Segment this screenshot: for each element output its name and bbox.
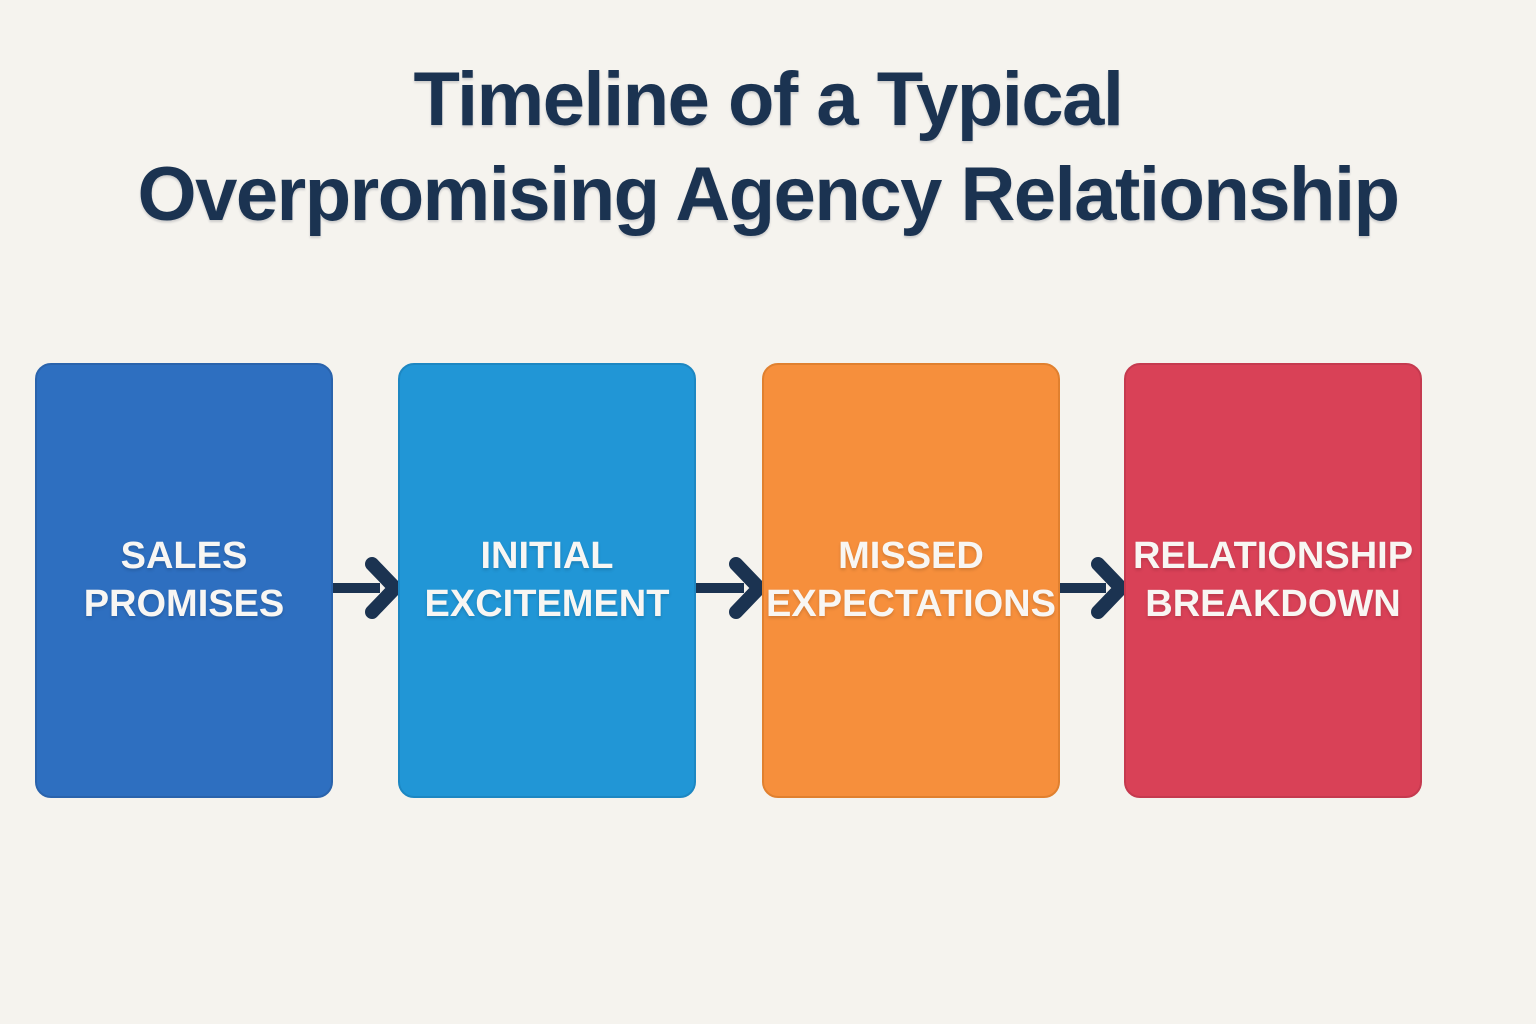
- arrow-icon: [1049, 557, 1128, 619]
- page-title: Timeline of a Typical Overpromising Agen…: [0, 52, 1536, 242]
- title-line-2: Overpromising Agency Relationship: [137, 152, 1400, 237]
- stage-box-sales-promises: SALES PROMISES: [35, 363, 333, 798]
- stage-label-sales-promises: SALES PROMISES: [83, 535, 285, 625]
- title-line-1: Timeline of a Typical: [413, 57, 1124, 142]
- stage-box-relationship-breakdown: RELATIONSHIP BREAKDOWN: [1124, 363, 1422, 798]
- stage-label-relationship-breakdown: RELATIONSHIP BREAKDOWN: [1132, 535, 1414, 625]
- stage-label-missed-expectations: MISSED EXPECTATIONS: [766, 535, 1056, 625]
- stage-label-initial-excitement: INITIAL EXCITEMENT: [424, 535, 670, 625]
- arrow-icon: [687, 557, 766, 619]
- arrow-icon: [323, 557, 402, 619]
- stage-box-initial-excitement: INITIAL EXCITEMENT: [398, 363, 696, 798]
- stage-box-missed-expectations: MISSED EXPECTATIONS: [762, 363, 1060, 798]
